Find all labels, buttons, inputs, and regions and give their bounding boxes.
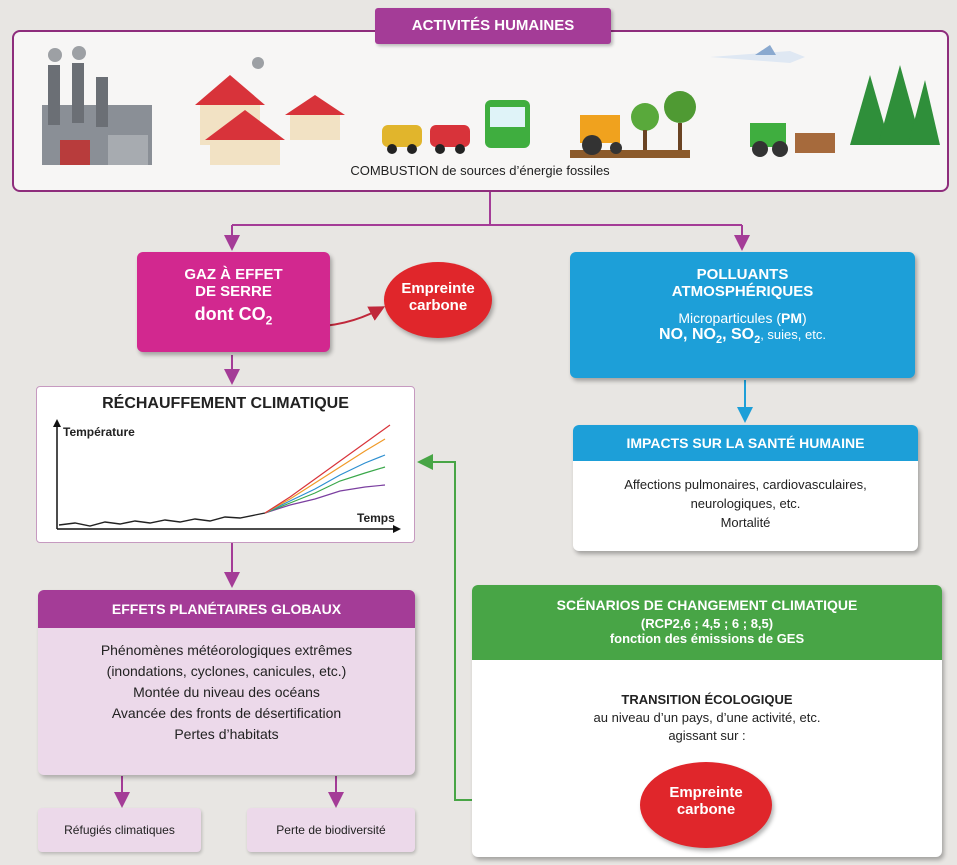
warming-title: RÉCHAUFFEMENT CLIMATIQUE — [102, 395, 349, 412]
effets-body: Phénomènes météorologiques extrêmes (ino… — [38, 640, 415, 745]
no2-sub: 2 — [715, 334, 723, 347]
pollutants-box: POLLUANTS ATMOSPHÉRIQUES Microparticules… — [570, 252, 915, 378]
empreinte-top-line2: carbone — [408, 297, 468, 314]
airplane-icon — [710, 45, 805, 63]
time-axis-label: Temps — [357, 511, 395, 525]
pm-suffix: ) — [802, 310, 807, 326]
climate-scenarios-box: SCÉNARIOS DE CHANGEMENT CLIMATIQUE (RCP2… — [472, 585, 942, 857]
so2-sub: 2 — [754, 334, 761, 347]
transition-title: TRANSITION ÉCOLOGIQUE — [621, 692, 793, 707]
effets-line4: Avancée des fronts de désertification — [111, 705, 342, 721]
scenario-purple — [264, 484, 386, 514]
vehicles-icon — [382, 100, 530, 154]
empreinte-bottom-line1: Empreinte — [669, 784, 743, 801]
factory-icon — [42, 46, 152, 165]
activities-title: ACTIVITÉS HUMAINES — [375, 8, 611, 44]
scenarios-fonction: fonction des émissions de GES — [609, 631, 805, 646]
gaz-line2: DE SERRE — [195, 283, 272, 300]
gaz-co-text: dont CO — [194, 304, 266, 324]
carbon-footprint-oval-top: Empreinte carbone — [384, 262, 492, 338]
impacts-line1: Affections pulmonaires, cardiovasculaire… — [624, 477, 867, 492]
impacts-line3: Mortalité — [720, 515, 771, 530]
pm-prefix: Microparticules ( — [678, 310, 782, 326]
refugees-box: Réfugiés climatiques — [38, 808, 201, 852]
impacts-body: Affections pulmonaires, cardiovasculaire… — [573, 475, 918, 532]
transition-text: TRANSITION ÉCOLOGIQUE au niveau d’un pay… — [472, 691, 942, 745]
global-warming-box: RÉCHAUFFEMENT CLIMATIQUE Température Tem… — [36, 386, 415, 543]
carbon-footprint-oval-bottom: Empreinte carbone — [640, 762, 772, 848]
greenhouse-gas-box: GAZ À EFFET DE SERRE dont CO2 — [137, 252, 330, 352]
empreinte-bottom-line2: carbone — [676, 801, 736, 818]
scenario-red — [264, 424, 391, 514]
biodiversity-loss-box: Perte de biodiversité — [247, 808, 415, 852]
effets-line3: Montée du niveau des océans — [133, 684, 320, 700]
pm-label: PM — [781, 310, 803, 326]
polluants-line4: NO, NO2, SO2, suies, etc. — [570, 326, 915, 346]
transition-niveau: au niveau d’un pays, d’une activité, etc… — [593, 710, 821, 725]
scenario-orange — [264, 438, 386, 514]
scenarios-header: SCÉNARIOS DE CHANGEMENT CLIMATIQUE (RCP2… — [472, 585, 942, 660]
polluants-line1: POLLUANTS — [696, 266, 789, 283]
effets-line5: Pertes d’habitats — [174, 726, 279, 742]
combustion-text: COMBUSTION de sources d’énergie fossiles — [350, 163, 610, 178]
activities-illustrations — [42, 45, 940, 165]
historical-line — [58, 512, 266, 527]
scenarios-title: SCÉNARIOS DE CHANGEMENT CLIMATIQUE — [556, 597, 858, 613]
temperature-axis-label: Température — [63, 425, 135, 439]
no-text: NO, NO — [659, 326, 716, 343]
temperature-chart — [53, 419, 401, 533]
scenario-green — [264, 466, 386, 514]
suies-text: , suies, etc. — [760, 327, 826, 342]
so-text: , SO — [722, 326, 755, 343]
gaz-line3: dont CO2 — [137, 304, 330, 328]
transition-agissant: agissant sur : — [668, 728, 746, 743]
polluants-line3: Microparticules (PM) — [570, 310, 915, 326]
polluants-line2: ATMOSPHÉRIQUES — [671, 283, 814, 300]
gaz-co2-subscript: 2 — [265, 313, 273, 328]
effets-line1: Phénomènes météorologiques extrêmes — [100, 642, 353, 658]
health-impacts-box: IMPACTS SUR LA SANTÉ HUMAINE Affections … — [573, 425, 918, 551]
effets-line2: (inondations, cyclones, canicules, etc.) — [106, 663, 347, 679]
effets-title: EFFETS PLANÉTAIRES GLOBAUX — [38, 590, 415, 628]
scenario-blue — [264, 454, 386, 514]
gaz-line1: GAZ À EFFET — [184, 266, 283, 283]
tractor-icon — [570, 91, 696, 158]
global-effects-box: EFFETS PLANÉTAIRES GLOBAUX Phénomènes mé… — [38, 590, 415, 775]
impacts-line2: neurologiques, etc. — [690, 496, 801, 511]
forestry-icon — [750, 65, 940, 157]
houses-icon — [195, 57, 345, 165]
empreinte-top-line1: Empreinte — [401, 280, 475, 297]
scenarios-rcp: (RCP2,6 ; 4,5 ; 6 ; 8,5) — [640, 616, 774, 631]
impacts-title: IMPACTS SUR LA SANTÉ HUMAINE — [573, 425, 918, 461]
